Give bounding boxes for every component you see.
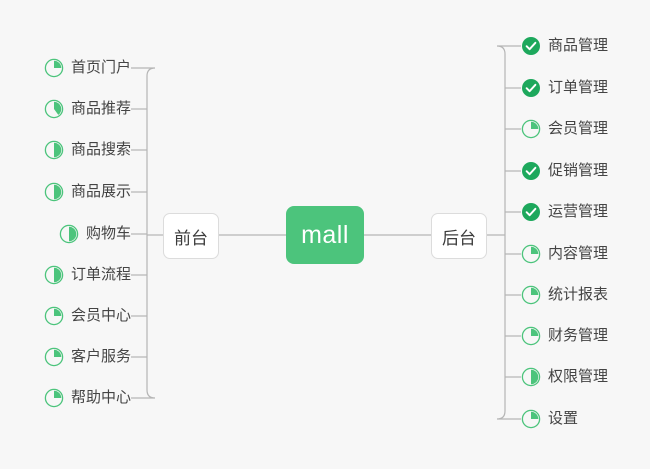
leaf-item[interactable]: 财务管理 [521,323,608,349]
pie-progress-icon [521,409,541,429]
branch-node-label: 后台 [442,228,476,248]
leaf-item[interactable]: 权限管理 [521,364,608,390]
leaf-item-label: 运营管理 [548,203,609,220]
leaf-item-label: 促销管理 [548,162,609,179]
branch-node-label: 前台 [174,228,208,248]
leaf-item-label: 财务管理 [548,327,609,344]
leaf-item[interactable]: 运营管理 [521,199,608,225]
leaf-item-label: 商品展示 [70,183,131,200]
pie-progress-icon [59,224,79,244]
leaf-item-label: 会员管理 [548,120,609,137]
pie-progress-icon [44,388,64,408]
leaf-item-label: 商品搜索 [70,141,131,158]
check-circle-icon [522,79,540,97]
leaf-item-label: 帮助中心 [70,389,131,406]
center-node-label: mall [301,220,349,249]
pie-progress-icon [44,347,64,367]
leaf-item[interactable]: 内容管理 [521,241,608,267]
leaf-item-label: 客户服务 [70,348,131,365]
leaf-item-label: 统计报表 [548,286,609,303]
pie-progress-icon [521,367,541,387]
leaf-item[interactable]: 商品搜索 [0,137,131,163]
leaf-item[interactable]: 订单流程 [0,262,131,288]
leaf-item-label: 订单流程 [70,266,131,283]
leaf-item[interactable]: 会员中心 [0,303,131,329]
leaf-item-label: 购物车 [85,225,131,242]
leaf-item[interactable]: 商品展示 [0,179,131,205]
branch-node-right[interactable]: 后台 [431,213,487,259]
pie-progress-icon [44,265,64,285]
leaf-item-label: 首页门户 [70,59,131,76]
leaf-item[interactable]: 购物车 [0,221,131,247]
pie-progress-icon [44,99,64,119]
pie-progress-icon [44,306,64,326]
leaf-item[interactable]: 帮助中心 [0,385,131,411]
leaf-item[interactable]: 订单管理 [521,75,608,101]
leaf-item-label: 权限管理 [548,368,609,385]
leaf-item[interactable]: 商品管理 [521,33,608,59]
pie-progress-icon [521,326,541,346]
leaf-item[interactable]: 促销管理 [521,158,608,184]
leaf-item[interactable]: 商品推荐 [0,96,131,122]
leaf-item-label: 订单管理 [548,79,609,96]
pie-progress-icon [44,182,64,202]
leaf-item[interactable]: 会员管理 [521,116,608,142]
leaf-item[interactable]: 设置 [521,406,578,432]
leaf-item[interactable]: 客户服务 [0,344,131,370]
pie-progress-icon [44,58,64,78]
center-node-mall[interactable]: mall [286,206,364,264]
pie-progress-icon [44,140,64,160]
leaf-item-label: 会员中心 [70,307,131,324]
branch-node-left[interactable]: 前台 [163,213,219,259]
pie-progress-icon [521,285,541,305]
leaf-item[interactable]: 统计报表 [521,282,608,308]
leaf-item-label: 商品推荐 [70,100,131,117]
check-circle-icon [522,203,540,221]
leaf-item-label: 内容管理 [548,245,609,262]
pie-progress-icon [521,244,541,264]
leaf-item[interactable]: 首页门户 [0,55,131,81]
check-circle-icon [522,162,540,180]
leaf-item-label: 商品管理 [548,37,609,54]
check-circle-icon [522,37,540,55]
pie-progress-icon [521,119,541,139]
leaf-item-label: 设置 [548,410,579,427]
